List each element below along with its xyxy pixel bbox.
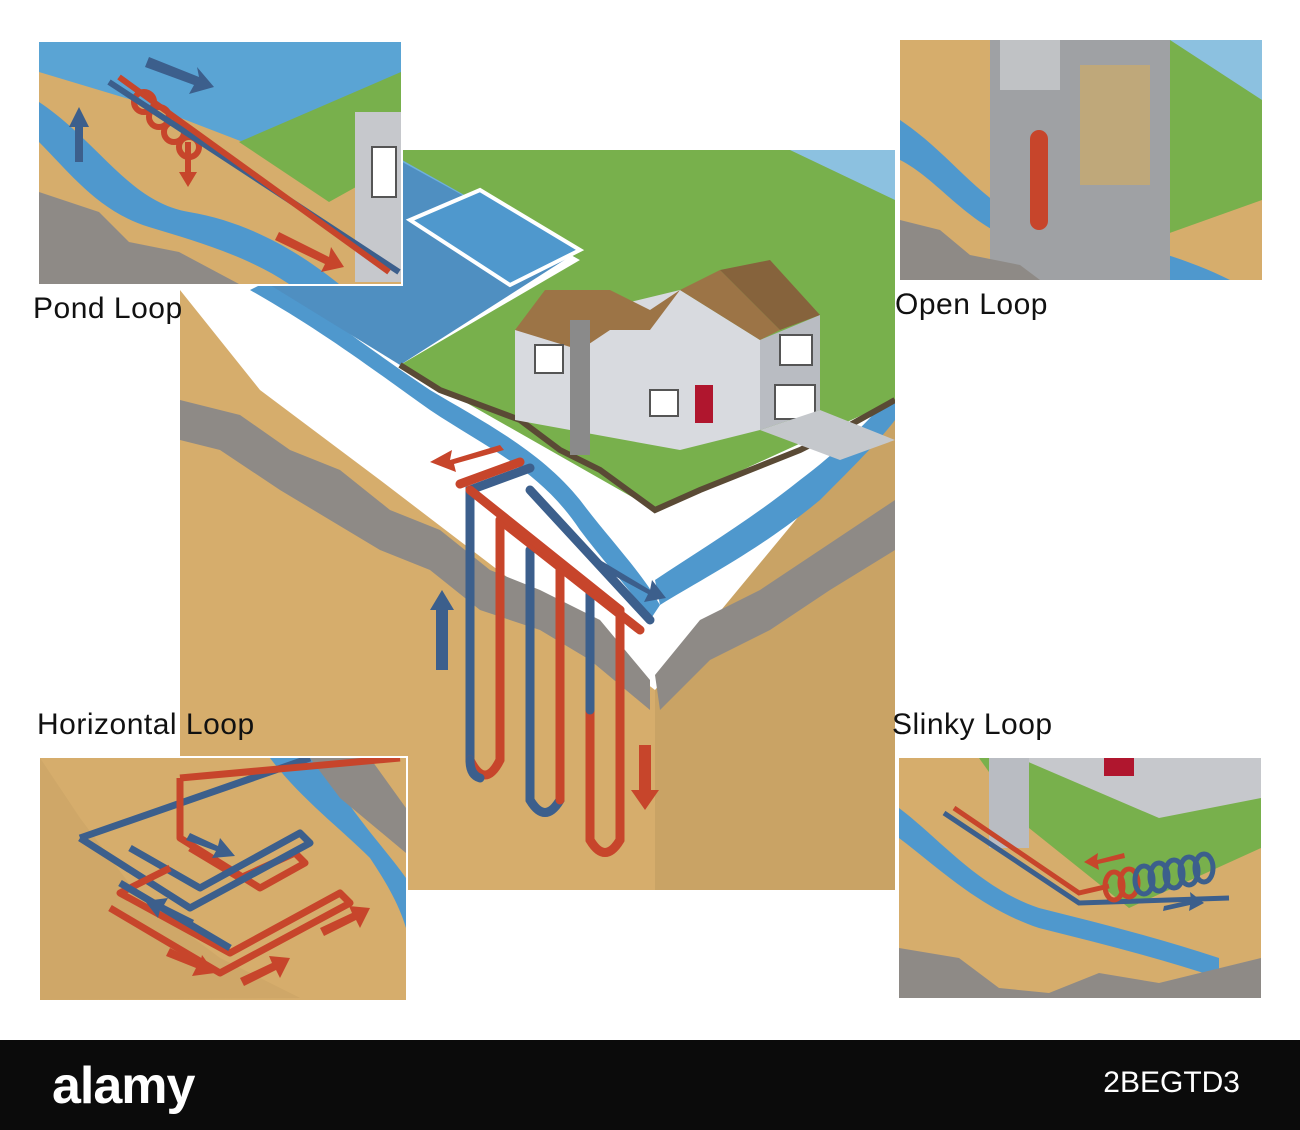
open-loop-inset xyxy=(898,38,1264,282)
open-well-box xyxy=(1080,65,1150,185)
sky-corner xyxy=(790,150,895,200)
underground-stream-right xyxy=(655,390,895,605)
slinky-loop-inset xyxy=(897,756,1263,1000)
soil-left xyxy=(180,290,655,890)
arrow-left-red xyxy=(430,445,504,472)
chimney xyxy=(570,320,590,455)
slinky-loop-scene xyxy=(899,758,1261,998)
open-rock xyxy=(900,220,1040,280)
horizontal-loop-label: Horizontal Loop xyxy=(37,708,255,741)
open-well-pipe xyxy=(1030,130,1048,230)
arrow-up-blue xyxy=(430,590,454,670)
horizontal-rock-top xyxy=(310,758,406,853)
pond-coils xyxy=(107,74,401,275)
pond-arrow-up xyxy=(69,107,89,162)
slinky-arrow-red xyxy=(1084,853,1125,870)
small-pond xyxy=(405,187,585,288)
watermark-brand: alamy xyxy=(52,1057,195,1115)
horizontal-arrow-4 xyxy=(240,956,290,986)
arrow-down-red xyxy=(631,745,659,810)
horizontal-arrow-5 xyxy=(320,906,370,936)
driveway xyxy=(760,410,895,460)
horizontal-loop-inset xyxy=(38,756,408,1002)
watermark-footer: alamy 2BEGTD3 xyxy=(0,1040,1300,1130)
soil-right xyxy=(655,400,895,890)
horizontal-loop-scene xyxy=(40,758,406,1000)
house xyxy=(515,260,895,460)
slinky-arrow-blue xyxy=(1163,892,1204,911)
open-loop-label: Open Loop xyxy=(895,288,1048,321)
rock-layer-left xyxy=(180,400,650,710)
main-illustration xyxy=(180,150,895,890)
slinky-loop-label: Slinky Loop xyxy=(892,708,1053,741)
horizontal-arrow-2 xyxy=(145,898,194,928)
pond-loop-inset xyxy=(37,40,403,286)
front-door xyxy=(695,385,713,423)
pond-arrow-down xyxy=(179,142,197,187)
vertical-loop-scene xyxy=(180,150,895,890)
arrow-diagonal-blue xyxy=(596,560,666,602)
rock-layer-right xyxy=(655,500,895,710)
flow-arrows xyxy=(430,445,666,810)
underground-stream-left xyxy=(250,280,660,620)
pond-loop-scene xyxy=(39,42,401,284)
pond-loop-label: Pond Loop xyxy=(33,292,183,325)
slinky-rock xyxy=(899,948,1261,998)
pond-rock xyxy=(39,192,239,284)
pond-stream xyxy=(39,102,339,284)
open-sky xyxy=(1170,40,1262,100)
horizontal-arrow-1 xyxy=(186,833,235,858)
slinky-stream xyxy=(899,808,1219,978)
slinky-paving xyxy=(1019,758,1261,818)
slinky-house-wall xyxy=(989,758,1029,848)
vertical-loop-pipes xyxy=(455,457,655,857)
slinky-door xyxy=(1104,758,1134,776)
watermark-image-id: 2BEGTD3 xyxy=(1103,1066,1240,1099)
horizontal-pipes xyxy=(78,758,401,977)
pond-arrow-red xyxy=(275,232,344,272)
horizontal-arrow-3 xyxy=(166,948,215,976)
open-loop-scene xyxy=(900,40,1262,280)
pond-arrow-blue xyxy=(145,57,214,94)
slinky-pipes xyxy=(942,805,1230,906)
